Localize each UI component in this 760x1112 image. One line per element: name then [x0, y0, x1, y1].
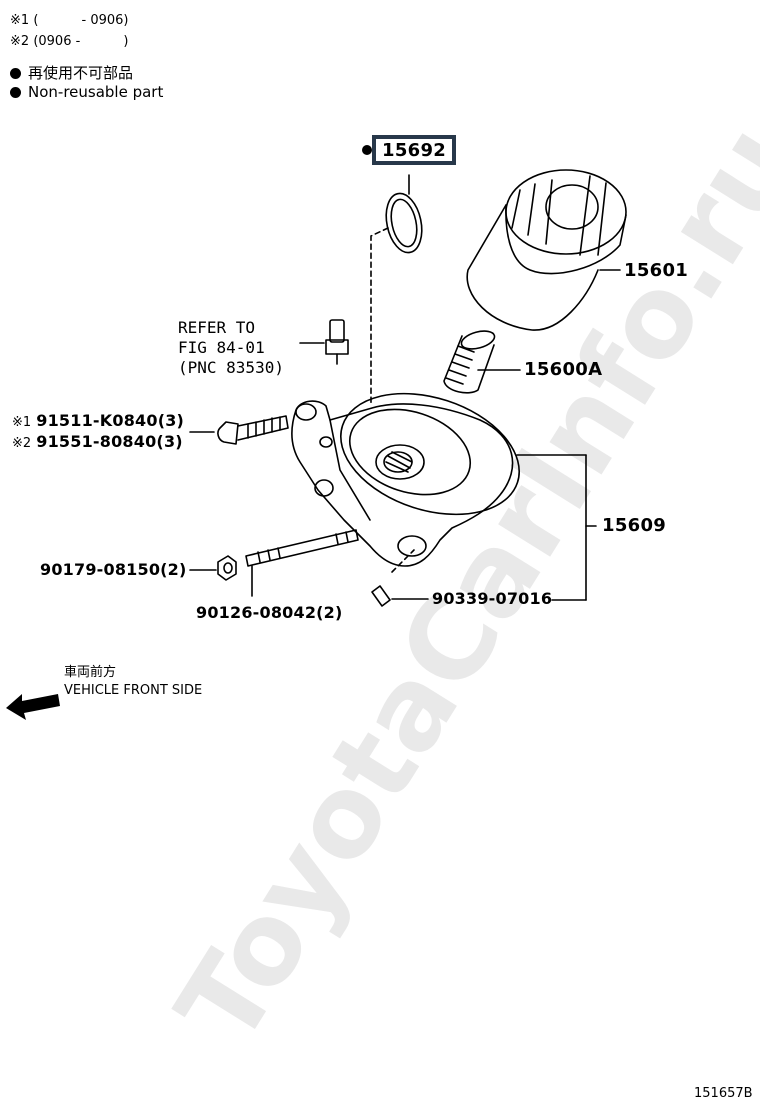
vehicle-front-label: 車両前方 VEHICLE FRONT SIDE: [64, 664, 202, 700]
part-91511-label[interactable]: 91511-K0840(3): [36, 411, 185, 430]
stud-bolt-shape: [245, 529, 359, 597]
part-15609-label[interactable]: 15609: [602, 515, 667, 536]
part-91511-row: ※1 91511-K0840(3): [12, 411, 184, 430]
note-2-mark-ref: ※2: [12, 436, 32, 451]
note-2-mark: ※2: [10, 34, 30, 49]
nut-shape: [189, 555, 237, 581]
o-ring-shape: [385, 192, 423, 254]
refer-line-1: REFER TO: [178, 318, 256, 337]
part-15600a-label[interactable]: 15600A: [524, 359, 603, 380]
part-90179-label[interactable]: 90179-08150(2): [40, 560, 187, 579]
union-bolt-shape: [443, 330, 521, 394]
note-1-mark: ※1: [10, 13, 30, 28]
legend-jp: 再使用不可部品: [28, 64, 134, 82]
direction-jp: 車両前方: [64, 665, 117, 680]
non-reusable-dot-icon: [10, 87, 21, 98]
note-2-text: (0906 - ): [33, 34, 129, 49]
refer-line-2: FIG 84-01: [178, 338, 265, 357]
legend-jp-row: 再使用不可部品: [10, 62, 133, 83]
pressure-switch-shape: [299, 319, 349, 365]
part-91551-row: ※2 91551-80840(3): [12, 432, 183, 451]
legend-en-row: Non-reusable part: [10, 83, 163, 101]
direction-en: VEHICLE FRONT SIDE: [64, 683, 203, 698]
part-90339-label[interactable]: 90339-07016: [432, 589, 553, 608]
note-1-mark-ref: ※1: [12, 415, 32, 430]
refer-line-3: (PNC 83530): [178, 358, 284, 377]
part-15692-number[interactable]: 15692: [372, 135, 457, 165]
non-reusable-dot-icon: [10, 68, 21, 79]
non-reusable-dot-icon: [362, 145, 372, 155]
part-90126-label[interactable]: 90126-08042(2): [196, 603, 343, 622]
legend-en: Non-reusable part: [28, 83, 164, 101]
note-2: ※2 (0906 - ): [10, 35, 129, 49]
refer-to-fig-link[interactable]: REFER TO FIG 84-01 (PNC 83530): [178, 318, 284, 378]
note-1: ※1 ( - 0906): [10, 14, 129, 28]
oil-filter-shape: [466, 169, 627, 331]
figure-id: 151657B: [694, 1086, 753, 1101]
part-15601-label[interactable]: 15601: [624, 260, 689, 281]
filter-bracket-shape: [291, 392, 597, 601]
drain-plug-shape: [371, 549, 587, 607]
bolt-shape: [189, 415, 289, 445]
note-1-text: ( - 0906): [33, 13, 129, 28]
part-15692-label[interactable]: 15692: [362, 135, 457, 165]
vehicle-front-arrow-icon: [6, 694, 60, 720]
part-91551-label[interactable]: 91551-80840(3): [36, 432, 183, 451]
